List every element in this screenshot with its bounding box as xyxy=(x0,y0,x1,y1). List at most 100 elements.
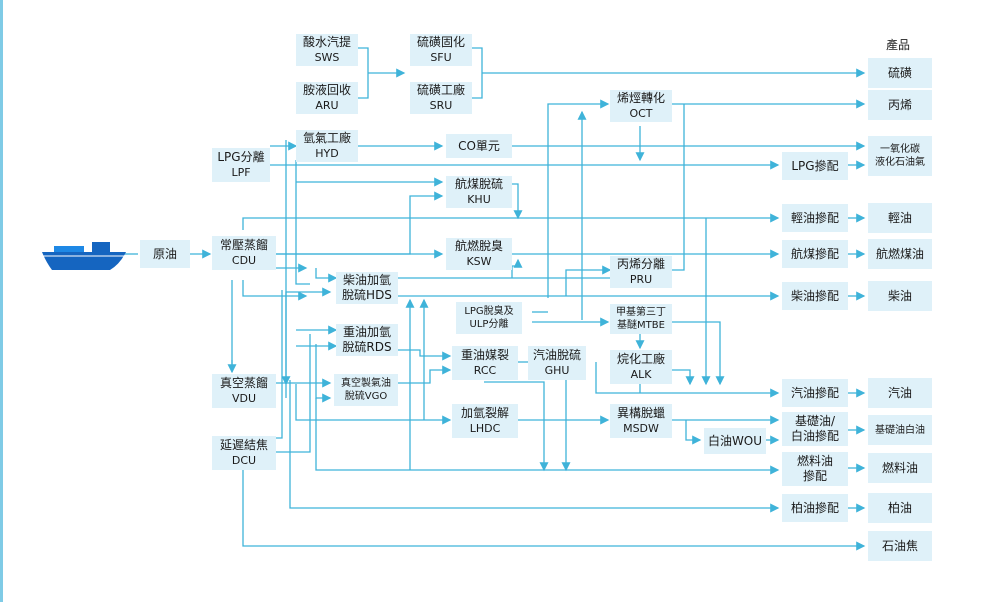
unit-vgo-line1: 真空製氣油 xyxy=(341,378,391,389)
blend-asphalt-label: 柏油摻配 xyxy=(790,500,839,515)
blend-kero: 輕油摻配 xyxy=(782,204,848,232)
unit-lhdc-code: LHDC xyxy=(469,422,501,435)
blend-fuel-line1: 燃料油 xyxy=(796,454,833,468)
blend-base-line2: 白油摻配 xyxy=(790,429,839,443)
unit-hyd-name: 氫氣工廠 xyxy=(302,131,351,145)
product-base-label: 基礎油白油 xyxy=(875,424,925,436)
product-propylene-label: 丙烯 xyxy=(887,97,912,112)
unit-sfu-code: SFU xyxy=(430,51,452,64)
unit-rds: 重油加氫脫硫RDS xyxy=(336,324,398,356)
unit-msdw: 異構脫蠟 MSDW xyxy=(610,404,672,438)
unit-aru-name: 胺液回收 xyxy=(302,83,351,97)
unit-vdu-code: VDU xyxy=(231,392,257,405)
unit-alk-code: ALK xyxy=(630,368,652,381)
blend-diesel: 柴油摻配 xyxy=(782,282,848,310)
product-fuel-oil: 燃料油 xyxy=(868,453,932,483)
crude-oil-node: 原油 xyxy=(140,240,190,268)
unit-wou-name: 白油WOU xyxy=(707,433,763,448)
unit-vdu-name: 真空蒸餾 xyxy=(219,376,268,390)
unit-oct-code: OCT xyxy=(629,107,653,120)
unit-aru: 胺液回收 ARU xyxy=(296,82,358,114)
unit-dcu-name: 延遲結焦 xyxy=(219,438,268,452)
unit-pru-name: 丙烯分離 xyxy=(616,257,665,271)
product-base-white-oil: 基礎油白油 xyxy=(868,415,932,445)
product-asphalt: 柏油 xyxy=(868,493,932,523)
product-diesel-label: 柴油 xyxy=(887,288,912,303)
unit-hyd-code: HYD xyxy=(315,147,339,160)
unit-dcu-code: DCU xyxy=(231,454,257,467)
unit-lpf: LPG分離 LPF xyxy=(212,148,270,182)
product-sulfur: 硫磺 xyxy=(868,58,932,88)
unit-lpf-code: LPF xyxy=(231,166,251,179)
product-kero-label: 輕油 xyxy=(887,210,912,225)
product-gasoline-label: 汽油 xyxy=(887,385,912,400)
product-propylene: 丙烯 xyxy=(868,90,932,120)
unit-ksw-name: 航燃脫臭 xyxy=(454,239,503,253)
blend-fuel-oil: 燃料油摻配 xyxy=(782,452,848,486)
unit-rds-code: 脫硫RDS xyxy=(342,340,392,354)
blend-lpg: LPG摻配 xyxy=(782,152,848,180)
product-jet-label: 航燃煤油 xyxy=(875,246,924,261)
unit-co: CO單元 xyxy=(446,134,512,158)
unit-khu-name: 航煤脫硫 xyxy=(454,177,503,191)
unit-hyd: 氫氣工廠 HYD xyxy=(296,130,358,162)
product-lpg-label: 液化石油氣 xyxy=(875,157,925,168)
unit-vgo-line2: 脫硫VGO xyxy=(344,391,388,402)
unit-pru-code: PRU xyxy=(629,273,653,286)
unit-khu-code: KHU xyxy=(467,193,491,206)
ship-icon xyxy=(40,232,132,274)
unit-aru-code: ARU xyxy=(315,99,339,112)
product-co-lpg: 一氧化碳液化石油氣 xyxy=(868,136,932,176)
unit-rcc: 重油媒裂 RCC xyxy=(452,346,518,380)
product-jet-fuel: 航燃煤油 xyxy=(868,239,932,269)
product-petroleum-coke: 石油焦 xyxy=(868,531,932,561)
product-diesel: 柴油 xyxy=(868,281,932,311)
unit-alk-name: 烷化工廠 xyxy=(616,352,665,366)
unit-hds-code: 脫硫HDS xyxy=(342,288,392,302)
blend-lpg-label: LPG摻配 xyxy=(791,158,839,173)
unit-dcu: 延遲結焦 DCU xyxy=(212,436,276,470)
blend-gasoline-label: 汽油摻配 xyxy=(790,385,839,400)
crude-oil-label: 原油 xyxy=(152,246,177,261)
blend-base-oil: 基礎油/白油摻配 xyxy=(782,412,848,446)
blend-jet: 航煤摻配 xyxy=(782,240,848,268)
product-asphalt-label: 柏油 xyxy=(887,500,912,515)
product-kero: 輕油 xyxy=(868,203,932,233)
unit-sfu: 硫磺固化 SFU xyxy=(410,34,472,66)
blend-jet-label: 航煤摻配 xyxy=(790,246,839,261)
unit-rds-name: 重油加氫 xyxy=(342,325,391,339)
unit-cdu-code: CDU xyxy=(231,254,257,267)
product-coke-label: 石油焦 xyxy=(881,538,918,553)
unit-lpg-ulp-line2: ULP分離 xyxy=(469,319,509,330)
unit-mtbe-line1: 甲基第三丁 xyxy=(616,307,666,318)
unit-sws-name: 酸水汽提 xyxy=(302,35,351,49)
unit-alk: 烷化工廠 ALK xyxy=(610,350,672,384)
unit-rcc-code: RCC xyxy=(473,364,497,377)
blend-gasoline: 汽油摻配 xyxy=(782,379,848,407)
unit-sfu-name: 硫磺固化 xyxy=(416,35,465,49)
unit-pru: 丙烯分離 PRU xyxy=(610,256,672,288)
unit-ksw: 航燃脫臭 KSW xyxy=(446,238,512,270)
unit-wou: 白油WOU xyxy=(704,428,766,454)
unit-ghu-code: GHU xyxy=(544,364,570,377)
products-header: 產品 xyxy=(886,38,911,52)
unit-msdw-code: MSDW xyxy=(623,422,659,435)
unit-sru-name: 硫磺工廠 xyxy=(416,83,465,97)
product-co-label: 一氧化碳 xyxy=(880,144,920,155)
unit-ksw-code: KSW xyxy=(466,255,492,268)
blend-kero-label: 輕油摻配 xyxy=(790,210,839,225)
unit-msdw-name: 異構脫蠟 xyxy=(616,406,665,420)
unit-rcc-name: 重油媒裂 xyxy=(460,348,509,362)
product-fueloil-label: 燃料油 xyxy=(881,460,918,475)
product-gasoline: 汽油 xyxy=(868,378,932,408)
unit-ghu-name: 汽油脫硫 xyxy=(532,348,581,362)
unit-vdu: 真空蒸餾 VDU xyxy=(212,374,276,408)
unit-hds: 柴油加氫脫硫HDS xyxy=(336,272,398,304)
unit-lpf-name: LPG分離 xyxy=(217,150,265,164)
unit-khu: 航煤脫硫 KHU xyxy=(446,176,512,208)
unit-ghu: 汽油脫硫 GHU xyxy=(528,346,586,380)
